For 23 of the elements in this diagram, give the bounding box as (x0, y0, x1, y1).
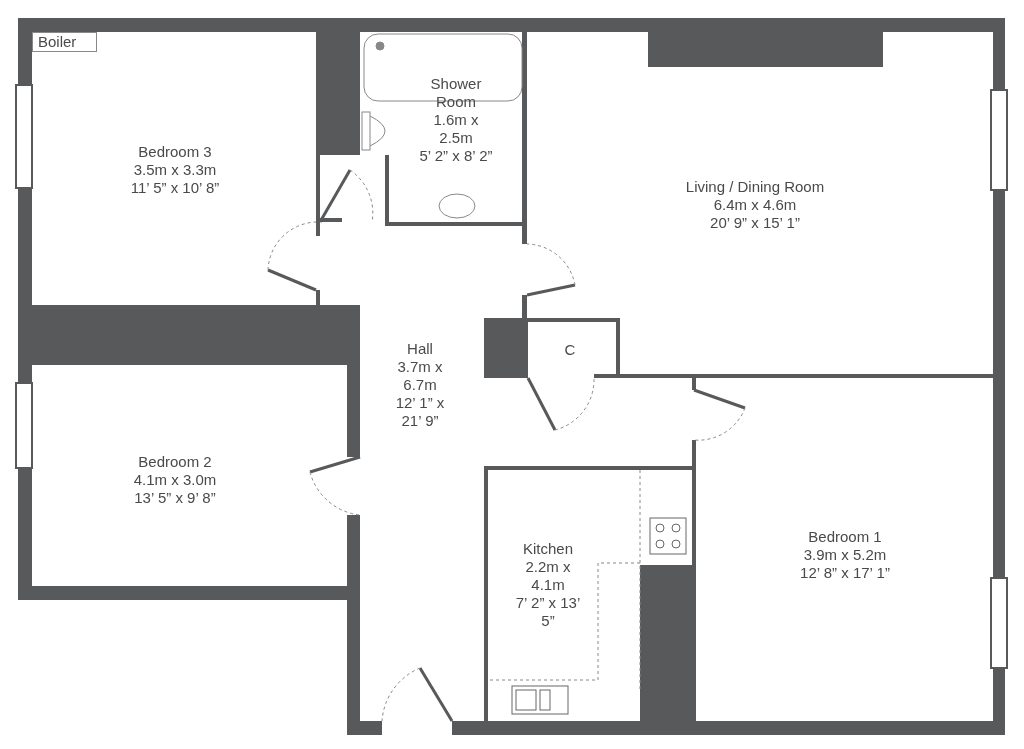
room-name: Hall (407, 340, 433, 358)
room-dimensions: 1.6m x 2.5m (432, 111, 480, 147)
room-dimensions: 2.2m x 4.1m (524, 558, 572, 594)
room-dimensions: 11’ 5” x 10’ 8” (130, 179, 220, 197)
room-dimensions: 20’ 9” x 15’ 1” (710, 214, 800, 232)
room-dimensions: 12’ 1” x 21’ 9” (394, 394, 446, 430)
room-dimensions: 6.4m x 4.6m (713, 196, 797, 214)
room-dimensions: 5’ 2” x 8’ 2” (419, 147, 493, 165)
room-name: Shower Room (429, 75, 483, 111)
room-name: Kitchen (522, 540, 573, 558)
room-name: Living / Dining Room (685, 178, 825, 196)
room-name: Bedroom 3 (138, 143, 212, 161)
room-dimensions: 4.1m x 3.0m (133, 471, 217, 489)
room-dimensions: 3.7m x 6.7m (396, 358, 444, 394)
room-name: Bedroom 2 (138, 453, 212, 471)
label-box: Boiler (32, 32, 97, 52)
room-name: Bedroom 1 (808, 528, 882, 546)
room-dimensions: 13’ 5” x 9’ 8” (134, 489, 216, 507)
room-dimensions: 12’ 8” x 17’ 1” (800, 564, 890, 582)
room-dimensions: 3.9m x 5.2m (803, 546, 887, 564)
room-name: C (564, 341, 576, 359)
room-dimensions: 7’ 2” x 13’ 5” (514, 594, 582, 630)
room-dimensions: 3.5m x 3.3m (133, 161, 217, 179)
